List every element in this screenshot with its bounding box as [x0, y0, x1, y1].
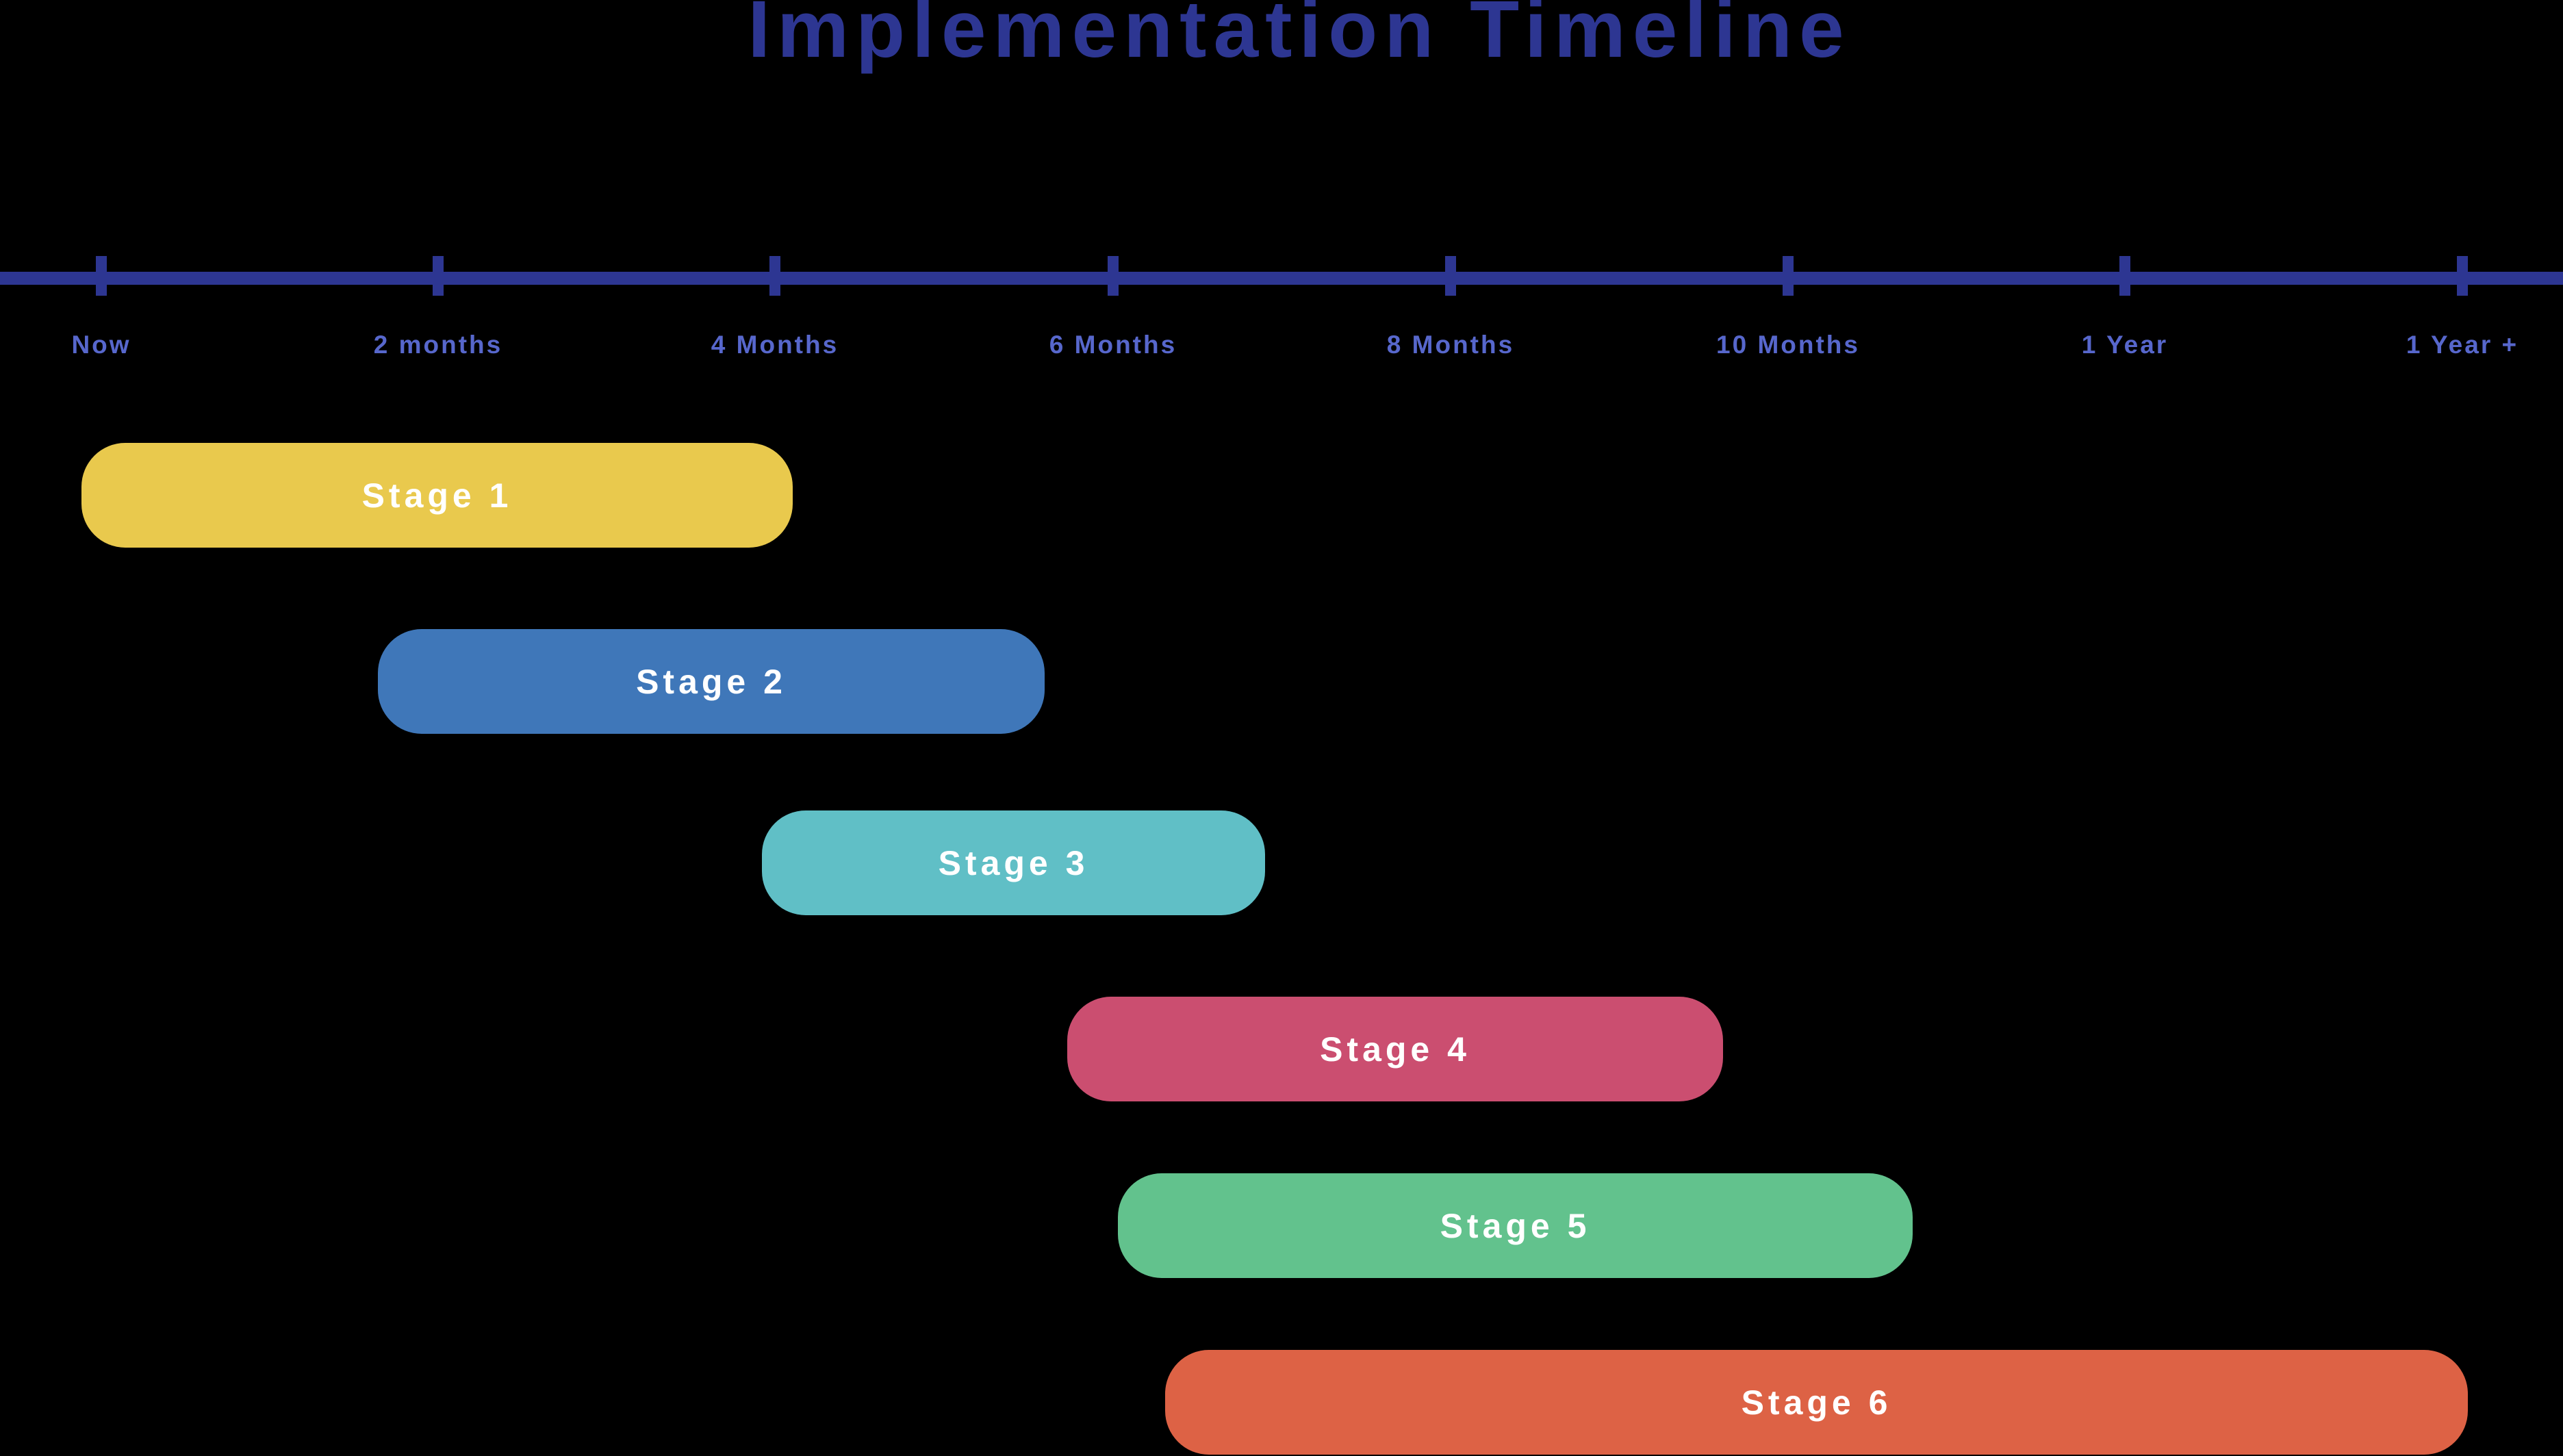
stage-bar-label: Stage 5 [1440, 1206, 1591, 1245]
timeline-tick-label: 2 months [373, 331, 503, 359]
timeline-tick-mark [96, 256, 107, 296]
timeline-tick-label: 8 Months [1386, 331, 1515, 359]
timeline-tick-label: 4 Months [711, 331, 839, 359]
timeline-tick-mark [2457, 256, 2468, 296]
stage-bar: Stage 1 [81, 443, 793, 548]
stage-bar: Stage 6 [1165, 1350, 2468, 1455]
timeline-tick-mark [1108, 256, 1119, 296]
timeline-tick-label: Now [71, 331, 131, 359]
timeline-tick-label: 10 Months [1716, 331, 1860, 359]
timeline-tick-label: 6 Months [1049, 331, 1177, 359]
timeline-tick-label: 1 Year [2081, 331, 2169, 359]
chart-title: Implementation Timeline [748, 0, 1851, 75]
stage-bar: Stage 4 [1067, 997, 1723, 1101]
timeline-tick-mark [2119, 256, 2130, 296]
timeline-tick-mark [433, 256, 444, 296]
stage-bar-label: Stage 4 [1320, 1030, 1470, 1069]
stage-bar-label: Stage 6 [1741, 1383, 1892, 1422]
timeline-axis-line [0, 272, 2563, 285]
stage-bar: Stage 2 [378, 629, 1045, 734]
timeline-tick-label: 1 Year + [2406, 331, 2519, 359]
stage-bar: Stage 3 [762, 810, 1265, 915]
stage-bar: Stage 5 [1118, 1173, 1913, 1278]
timeline-tick-mark [1783, 256, 1794, 296]
stage-bar-label: Stage 1 [361, 476, 513, 515]
timeline-tick-mark [1445, 256, 1456, 296]
stage-bar-label: Stage 2 [636, 662, 787, 701]
stage-bar-label: Stage 3 [938, 843, 1089, 882]
timeline-tick-mark [769, 256, 780, 296]
